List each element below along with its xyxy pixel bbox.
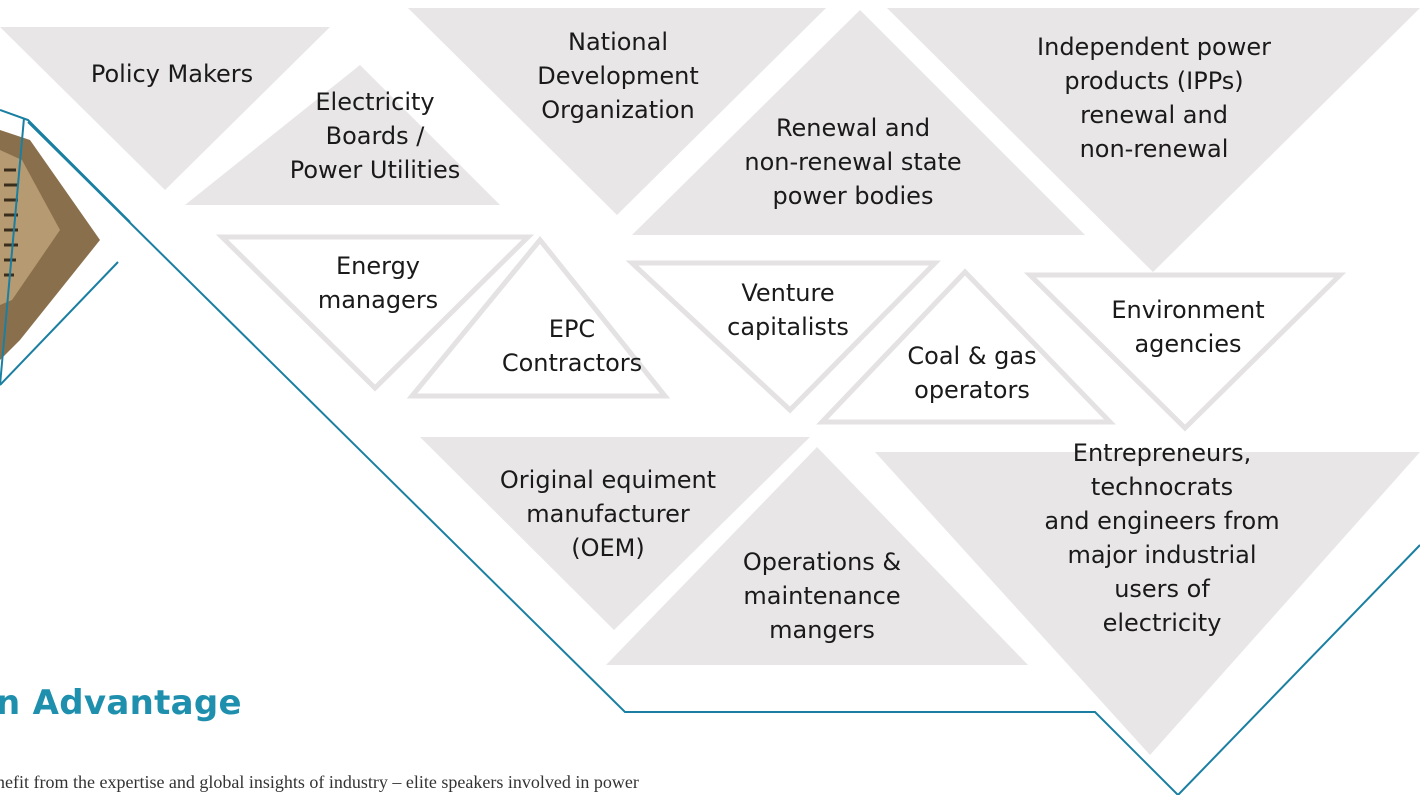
label-electricity-boards: Electricity Boards / Power Utilities: [289, 88, 461, 184]
label-environment-agencies: Environment agencies: [1111, 296, 1265, 358]
accent-line-bottom: [0, 117, 25, 386]
triangle-ipps: [887, 8, 1420, 272]
triangle-electricity-boards: [185, 65, 500, 205]
label-epc-contractors: EPC Contractors: [501, 315, 643, 377]
label-coal-gas-operators: Coal & gas operators: [907, 342, 1037, 404]
triangle-venture-capitalists: [625, 260, 941, 414]
row-3-triangles: [420, 437, 1420, 755]
section-heading: n Advantage: [0, 683, 242, 723]
label-state-power-bodies: Renewal and non-renewal state power bodi…: [744, 114, 962, 210]
triangle-entrepreneurs: [875, 452, 1420, 755]
label-policy-makers: Policy Makers: [90, 60, 254, 88]
photo-detail: [4, 168, 18, 277]
label-venture-capitalists: Venture capitalists: [727, 279, 849, 341]
section-body-text: nefit from the expertise and global insi…: [0, 772, 639, 792]
row-1-triangles: [0, 8, 1420, 272]
label-energy-managers: Energy managers: [317, 252, 439, 314]
label-national-development: National Development Organization: [537, 28, 699, 124]
label-entrepreneurs: Entrepreneurs, technocrats and engineers…: [1044, 439, 1280, 637]
photo-highlight: [0, 150, 60, 305]
triangle-energy-managers: [215, 234, 535, 392]
triangle-epc-contractors: [406, 236, 671, 399]
label-oem: Original equiment manufacturer (OEM): [499, 466, 717, 562]
label-om-managers: Operations & maintenance mangers: [742, 548, 902, 644]
accent-lines: [0, 109, 1420, 795]
row-2-triangles: [215, 234, 1347, 432]
accent-line-left: [0, 261, 119, 386]
accent-line-main: [27, 121, 1420, 795]
photo-fragment: [0, 130, 100, 360]
triangle-oem: [420, 437, 810, 630]
triangle-policy-makers: [0, 27, 330, 190]
label-ipps: Independent power products (IPPs) renewa…: [1037, 33, 1271, 163]
triangle-coal-gas: [816, 268, 1116, 425]
triangle-state-power: [632, 10, 1085, 235]
triangle-om-managers: [606, 447, 1028, 665]
triangle-environment: [1023, 272, 1347, 432]
triangle-national-development: [408, 8, 826, 215]
